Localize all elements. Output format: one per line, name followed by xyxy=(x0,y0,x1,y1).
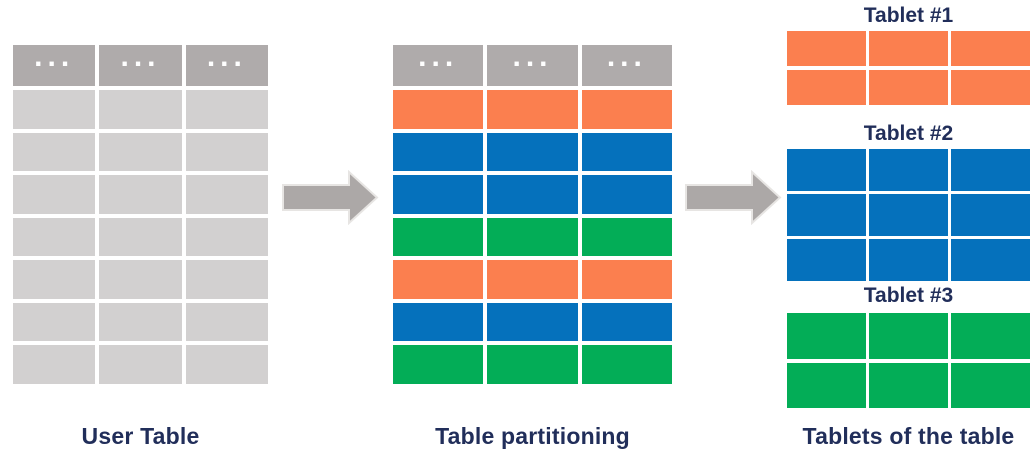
table-cell-gray xyxy=(13,90,96,129)
tablet-2-label: Tablet #2 xyxy=(863,122,954,145)
tablet-2-grid xyxy=(787,149,1030,281)
table-cell-green xyxy=(393,345,484,384)
table-cell-orange xyxy=(487,260,578,299)
table-cell-blue xyxy=(869,149,948,191)
header-cell: ... xyxy=(13,39,96,86)
table-cell-green xyxy=(787,362,866,408)
user-table-caption: User Table xyxy=(81,423,200,449)
tablet-3-grid xyxy=(787,313,1030,408)
table-cell-orange xyxy=(951,70,1030,105)
table-cell-gray xyxy=(99,217,182,257)
table-cell-gray xyxy=(185,90,268,129)
table-cell-blue xyxy=(951,149,1030,191)
table-cell-gray xyxy=(99,90,182,129)
table-cell-gray xyxy=(99,175,182,214)
table-cell-green xyxy=(951,362,1030,408)
table-cell-orange xyxy=(393,260,484,299)
tablet-1-label: Tablet #1 xyxy=(863,4,954,27)
table-cell-gray xyxy=(99,260,182,299)
ellipsis-label: ... xyxy=(120,39,161,73)
table-cell-gray xyxy=(185,345,268,384)
table-cell-gray xyxy=(13,260,96,299)
table-cell-green xyxy=(393,217,484,257)
table-cell-orange xyxy=(581,260,672,299)
table-cell-blue xyxy=(393,302,484,342)
table-cell-gray xyxy=(13,345,96,384)
table-cell-blue xyxy=(581,132,672,172)
table-cell-green xyxy=(951,313,1030,359)
header-cell: ... xyxy=(99,39,182,86)
table-cell-blue xyxy=(487,175,578,214)
table-cell-gray xyxy=(13,217,96,257)
ellipsis-label: ... xyxy=(418,39,459,73)
table-cell-blue xyxy=(869,239,948,281)
ellipsis-label: ... xyxy=(512,39,553,73)
table-cell-orange xyxy=(869,31,948,66)
table-cell-orange xyxy=(951,31,1030,66)
table-cell-green xyxy=(581,345,672,384)
table-cell-blue xyxy=(581,302,672,342)
table-cell-orange xyxy=(787,31,866,66)
table-cell-blue xyxy=(581,175,672,214)
header-cell: ... xyxy=(185,39,268,86)
table-cell-blue xyxy=(951,239,1030,281)
table-cell-green xyxy=(787,313,866,359)
ellipsis-label: ... xyxy=(206,39,247,73)
header-cell: ... xyxy=(487,39,578,86)
table-cell-orange xyxy=(487,90,578,129)
table-cell-orange xyxy=(393,90,484,129)
table-cell-green xyxy=(581,217,672,257)
table-cell-green xyxy=(869,362,948,408)
partitioned-table: ......... xyxy=(393,39,672,384)
table-cell-blue xyxy=(487,302,578,342)
table-cell-gray xyxy=(99,345,182,384)
table-cell-gray xyxy=(99,132,182,172)
table-cell-orange xyxy=(869,70,948,105)
table-cell-orange xyxy=(581,90,672,129)
table-cell-gray xyxy=(99,302,182,342)
table-cell-gray xyxy=(185,260,268,299)
right-arrow-icon xyxy=(282,170,379,225)
table-cell-gray xyxy=(13,132,96,172)
header-cell: ... xyxy=(581,39,672,86)
table-cell-gray xyxy=(13,175,96,214)
table-cell-blue xyxy=(787,194,866,236)
ellipsis-label: ... xyxy=(606,39,647,73)
table-cell-blue xyxy=(787,149,866,191)
table-cell-orange xyxy=(787,70,866,105)
table-cell-blue xyxy=(487,132,578,172)
table-cell-gray xyxy=(185,302,268,342)
tablet-3-label: Tablet #3 xyxy=(863,284,954,307)
partitioned-table-caption: Table partitioning xyxy=(435,423,630,449)
right-arrow-icon xyxy=(685,170,782,225)
table-cell-blue xyxy=(393,175,484,214)
tablets-caption: Tablets of the table xyxy=(802,423,1015,449)
table-cell-gray xyxy=(13,302,96,342)
ellipsis-label: ... xyxy=(34,39,75,73)
table-cell-blue xyxy=(951,194,1030,236)
tablet-1-grid xyxy=(787,31,1030,105)
table-cell-gray xyxy=(185,132,268,172)
table-cell-gray xyxy=(185,217,268,257)
table-cell-gray xyxy=(185,175,268,214)
table-cell-blue xyxy=(869,194,948,236)
header-cell: ... xyxy=(393,39,484,86)
table-cell-green xyxy=(487,217,578,257)
table-cell-blue xyxy=(393,132,484,172)
user-table: ......... xyxy=(13,39,268,384)
table-cell-green xyxy=(487,345,578,384)
table-cell-green xyxy=(869,313,948,359)
table-cell-blue xyxy=(787,239,866,281)
